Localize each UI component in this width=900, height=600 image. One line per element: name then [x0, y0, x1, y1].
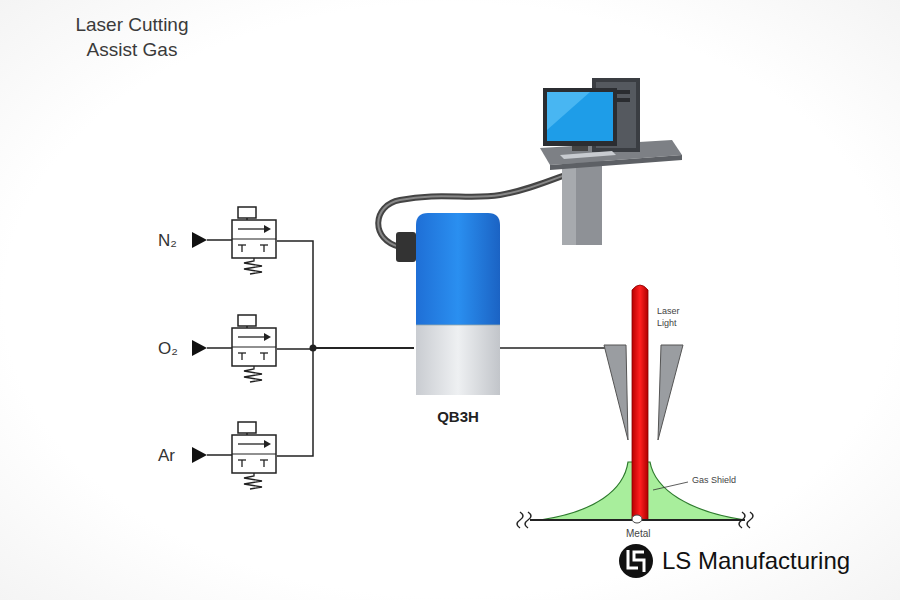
watermark: LS Manufacturing	[662, 546, 850, 576]
gas-valve: Ar	[155, 443, 277, 469]
flow-controller: QB3H	[414, 211, 502, 426]
shield-label: Gas Shield	[692, 474, 736, 486]
gas-label: N₂	[158, 231, 177, 251]
device-label: QB3H	[414, 408, 502, 426]
beam-label: Laser Light	[657, 305, 691, 329]
gas-label: O₂	[158, 339, 178, 359]
workpiece-label: Metal	[624, 528, 652, 540]
gas-valve: N₂	[155, 228, 277, 254]
gas-line	[277, 241, 414, 348]
gas-line	[277, 348, 414, 456]
diagram-title: Laser Cutting Assist Gas	[52, 12, 212, 62]
gas-valve: O₂	[155, 336, 277, 362]
gas-label: Ar	[158, 446, 175, 466]
